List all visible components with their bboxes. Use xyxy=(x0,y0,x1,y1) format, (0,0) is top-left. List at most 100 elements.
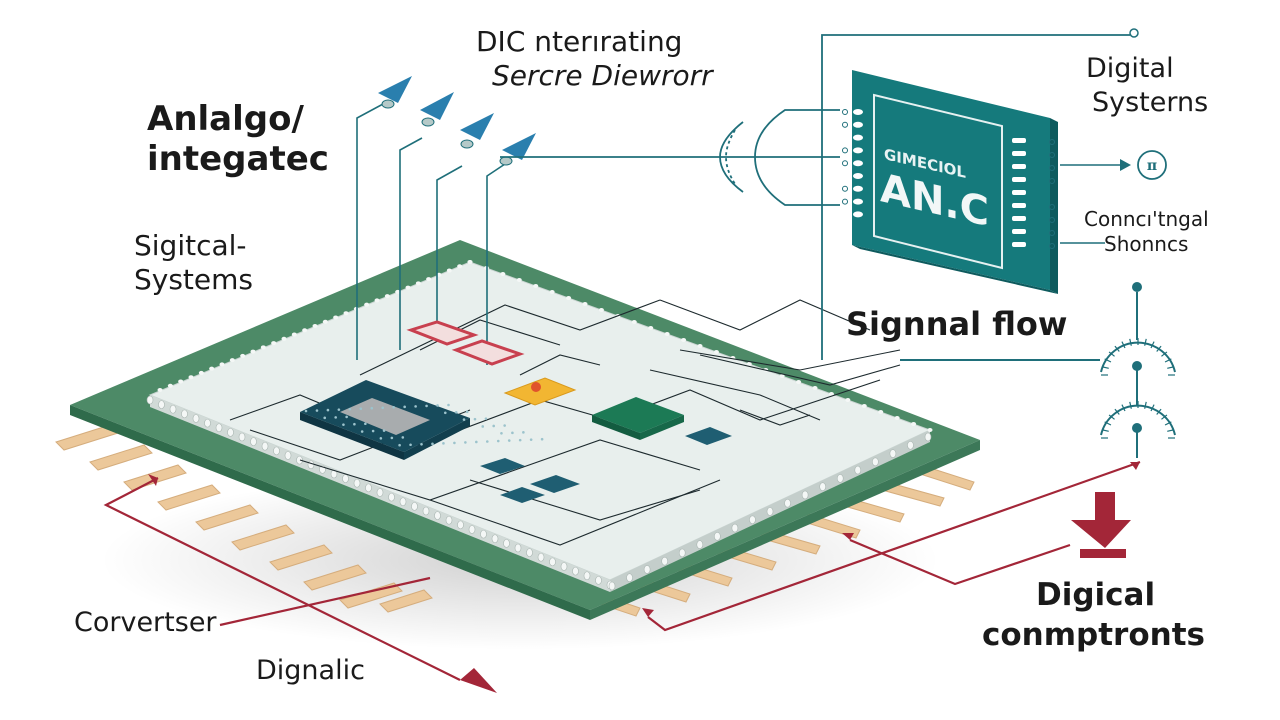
pin-dot xyxy=(238,432,246,442)
title-line-1: DIC nterırating xyxy=(476,25,683,58)
chip-pin-contact xyxy=(842,198,848,205)
pin-dot xyxy=(271,341,277,346)
chip-pin xyxy=(853,173,863,179)
die-dot xyxy=(431,442,434,446)
pin-dot xyxy=(714,532,721,541)
pin-dot xyxy=(749,515,756,525)
chip-pin-contact xyxy=(842,109,848,115)
die-dot xyxy=(485,440,489,443)
die-dot xyxy=(481,425,485,428)
pin-dot xyxy=(198,370,204,375)
chip-pin-contact xyxy=(1049,204,1055,210)
pin-dot xyxy=(924,432,932,442)
pin-dot xyxy=(250,437,257,446)
bottom-lead-arrow-icon xyxy=(642,608,654,617)
chip-connection-arcs xyxy=(719,34,1130,360)
antenna-3-icon xyxy=(460,113,494,149)
pi-symbol-icon xyxy=(1137,150,1167,180)
pin-dot xyxy=(333,315,339,320)
terminal-node-icon xyxy=(1129,28,1139,38)
chip-pin-contact xyxy=(1049,243,1055,249)
red-signal-paths xyxy=(103,460,1141,681)
gauge-tick xyxy=(1164,358,1172,363)
gauge-tick xyxy=(1156,408,1162,415)
pin-dot xyxy=(157,388,163,392)
pin-dot xyxy=(322,319,328,324)
pin-dot xyxy=(291,332,297,337)
pin-dot xyxy=(250,349,256,354)
pin-dot xyxy=(296,455,303,465)
gauge-tick xyxy=(1104,358,1112,363)
pin-dot xyxy=(434,511,441,520)
die-dot xyxy=(473,417,477,421)
die-dot xyxy=(398,443,401,447)
pin-dot xyxy=(766,507,774,516)
gauge-tick xyxy=(1161,351,1168,357)
chip-pin xyxy=(853,147,863,154)
pin-dot xyxy=(229,358,235,363)
die-dot xyxy=(518,438,522,442)
pin-dot xyxy=(836,474,844,483)
pad-arrow-icon xyxy=(842,533,854,540)
die-dot xyxy=(540,437,544,441)
pin-dot xyxy=(353,478,361,488)
die-dot xyxy=(462,418,466,421)
anc-chip xyxy=(842,70,1058,294)
pin-dot xyxy=(560,562,568,571)
die-dot xyxy=(464,441,467,444)
die-dot xyxy=(475,440,478,444)
pin-dot xyxy=(889,449,897,458)
digical-components-line-2: conmptronts xyxy=(982,617,1205,653)
digical-components-line-1: Digical xyxy=(1036,577,1156,613)
pin-dot xyxy=(167,383,173,388)
pin-dot xyxy=(457,520,464,530)
pin-dot xyxy=(582,302,588,306)
pin-dot xyxy=(411,502,418,511)
antenna-1-icon xyxy=(378,76,412,109)
chip-pin-contact xyxy=(842,185,848,192)
die-dot xyxy=(382,429,386,432)
chip-pin xyxy=(1012,216,1026,221)
die-dot xyxy=(323,416,327,420)
corvertser-label: Corvertser xyxy=(74,607,217,638)
gauge-node-mid xyxy=(1132,361,1142,371)
pcb-board-edge-right xyxy=(590,440,980,620)
gauge-tick xyxy=(1150,341,1155,349)
pin-dot xyxy=(426,277,432,282)
sigitcal-label-line-2: Systems xyxy=(134,263,253,296)
die-dot xyxy=(465,410,469,414)
pin-dot xyxy=(500,272,506,276)
pin-dot xyxy=(178,379,184,384)
pin-dot xyxy=(215,423,223,433)
pin-row xyxy=(146,260,933,591)
chip-pin-contact xyxy=(1049,230,1055,236)
chip-pin xyxy=(1012,177,1026,182)
gauge-tick xyxy=(1150,404,1155,412)
chip-pin-contact xyxy=(1049,217,1055,223)
gauge-tick xyxy=(1108,351,1115,357)
digital-systems-line-2: Systerns xyxy=(1092,87,1209,118)
pin-dot xyxy=(364,302,370,307)
gauge-tick xyxy=(1108,414,1115,420)
pin-dot xyxy=(533,284,539,288)
die-dot xyxy=(492,424,495,428)
antenna-2-icon xyxy=(420,92,454,127)
pin-dot xyxy=(746,362,752,366)
die-dot xyxy=(364,422,367,426)
pcb-board-edge-left xyxy=(70,405,590,620)
pin-dot xyxy=(526,548,533,557)
pin-dot xyxy=(192,414,200,423)
die-dot xyxy=(360,430,364,433)
chip-pin-contact xyxy=(842,121,848,128)
pin-dot xyxy=(342,474,349,483)
die-dot xyxy=(392,406,395,409)
chip-pin xyxy=(1012,203,1026,208)
pin-dot xyxy=(365,483,372,493)
gauge-tick xyxy=(1114,345,1120,352)
pin-dot xyxy=(819,482,826,491)
chip-pin xyxy=(1012,229,1026,234)
pin-dot xyxy=(681,338,687,342)
left-leads xyxy=(55,424,433,613)
pin-dot xyxy=(209,366,215,371)
